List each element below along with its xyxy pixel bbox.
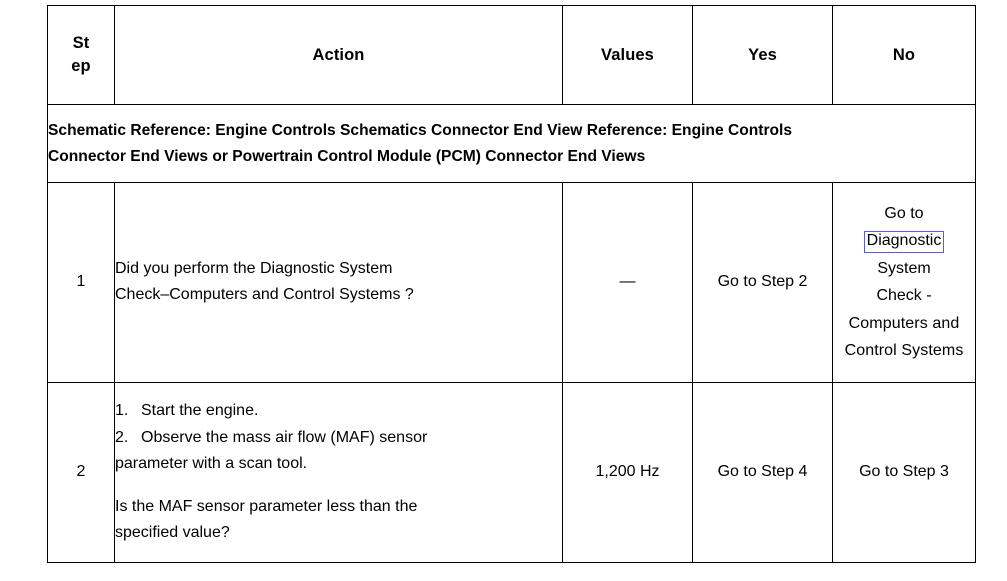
column-header-no: No	[832, 5, 976, 105]
action-ordered-text: Start the engine.	[141, 402, 259, 420]
action-spacer	[115, 478, 562, 494]
action-cell-step-1: Did you perform the Diagnostic System Ch…	[114, 182, 563, 383]
no-cell-step-1: Go to Diagnostic System Check - Computer…	[832, 182, 976, 383]
yes-cell-step-2: Go to Step 4	[692, 381, 833, 564]
action-line: Did you perform the Diagnostic System	[115, 259, 393, 277]
action-question-line: Is the MAF sensor parameter less than th…	[115, 497, 418, 515]
column-header-yes: Yes	[692, 5, 833, 105]
values-dash: —	[619, 273, 636, 291]
action-ordered-text: Observe the mass air flow (MAF) sensor	[141, 428, 428, 446]
action-question-line: specified value?	[115, 524, 230, 542]
action-ordered-item: 1. Start the engine.	[115, 398, 562, 425]
no-link-line[interactable]: Check -	[876, 287, 932, 305]
no-link-line-wrapper: Diagnostic	[833, 227, 975, 255]
step-number-2: 2	[47, 381, 115, 564]
schematic-reference-line1: Schematic Reference: Engine Controls Sch…	[48, 122, 793, 140]
schematic-reference-row: Schematic Reference: Engine Controls Sch…	[47, 104, 976, 183]
column-header-step-line2: ep	[71, 57, 91, 75]
yes-goto-link[interactable]: Go to Step 4	[717, 463, 808, 481]
action-ordered-item: 2. Observe the mass air flow (MAF) sensor	[115, 425, 562, 452]
values-cell-step-1: —	[562, 182, 693, 383]
table-header-row: St ep Action Values Yes No	[47, 5, 976, 105]
action-ordered-number: 1.	[115, 402, 129, 420]
values-cell-step-2: 1,200 Hz	[562, 381, 693, 564]
diagnostic-procedure-table: St ep Action Values Yes No Schematic Ref…	[47, 5, 976, 564]
no-goto-link[interactable]: Go to Step 3	[859, 463, 949, 481]
schematic-reference-cell: Schematic Reference: Engine Controls Sch…	[47, 104, 976, 183]
no-link-line[interactable]: System	[877, 259, 931, 277]
table-row: 2 1. Start the engine. 2. Observe the mass…	[47, 381, 976, 564]
action-ordered-number: 2.	[115, 428, 129, 446]
column-header-step: St ep	[47, 5, 115, 105]
action-line: Check–Computers and Control Systems ?	[115, 286, 414, 304]
action-cell-step-2: 1. Start the engine. 2. Observe the mass a…	[114, 381, 563, 564]
no-link-line[interactable]: Control Systems	[844, 342, 964, 360]
column-header-values: Values	[562, 5, 693, 105]
schematic-reference-line2: Connector End Views or Powertrain Contro…	[48, 147, 646, 165]
table-row: 1 Did you perform the Diagnostic System …	[47, 182, 976, 383]
step-number-1: 1	[47, 182, 115, 383]
no-cell-step-2: Go to Step 3	[832, 381, 976, 564]
diagnostic-link-box[interactable]: Diagnostic	[863, 231, 945, 254]
no-goto-prefix: Go to	[884, 204, 924, 222]
yes-goto-link[interactable]: Go to Step 2	[717, 273, 808, 291]
no-link-line[interactable]: Computers and	[848, 314, 960, 332]
column-header-action: Action	[114, 5, 563, 105]
yes-cell-step-1: Go to Step 2	[692, 182, 833, 383]
column-header-step-line1: St	[72, 33, 90, 52]
action-continuation-line: parameter with a scan tool.	[115, 455, 308, 473]
